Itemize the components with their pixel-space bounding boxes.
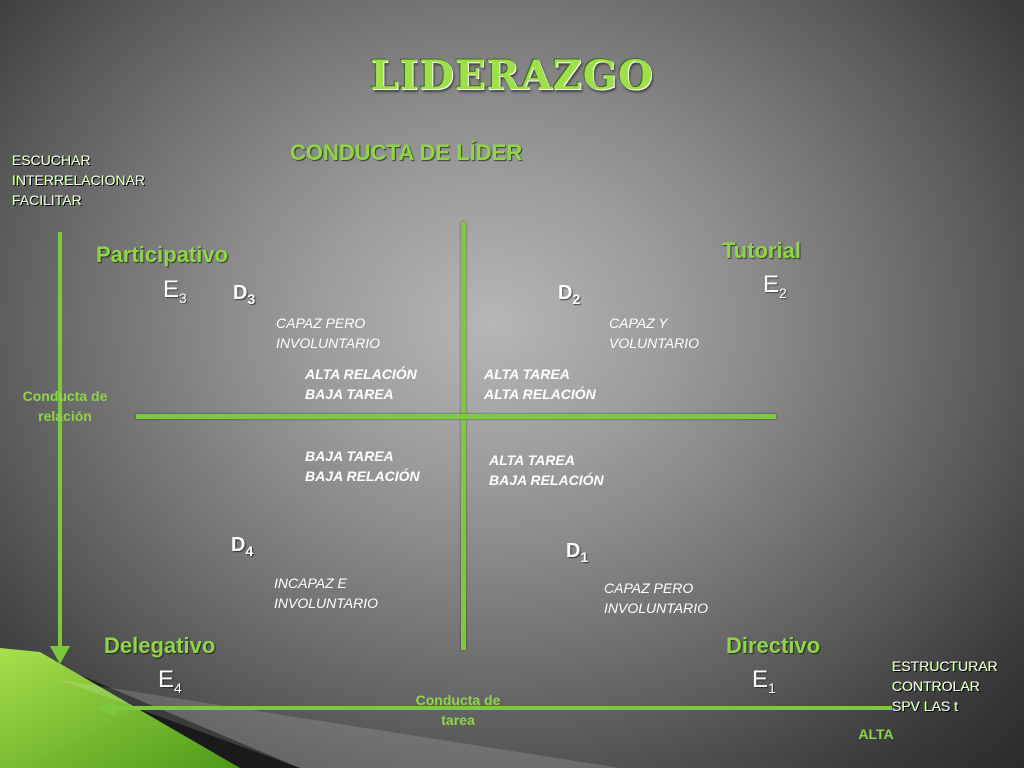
right-list-item: ESTRUCTURAR <box>892 658 998 674</box>
d4-description: INCAPAZ E INVOLUNTARIO <box>274 575 378 611</box>
diagram-subtitle: CONDUCTA DE LÍDER <box>290 140 523 165</box>
d1-description: CAPAZ PERO INVOLUNTARIO <box>604 580 708 616</box>
e1-label: E1 <box>752 666 776 696</box>
style-delegativo: Delegativo <box>104 633 216 658</box>
quadrant-vertical-line <box>461 222 466 650</box>
e2-label: E2 <box>763 271 787 301</box>
task-axis-label: Conducta de tarea <box>415 692 501 728</box>
quadrant-horizontal-line <box>136 414 776 419</box>
relation-axis-label: Conducta de relación <box>22 388 108 424</box>
e2-conduct: ALTA TAREA ALTA RELACIÓN <box>484 366 596 402</box>
task-axis-arrowhead <box>94 700 116 716</box>
right-behavior-list: ESTRUCTURAR CONTROLAR SPV LAS t <box>892 656 998 716</box>
d2-description: CAPAZ Y VOLUNTARIO <box>609 315 699 351</box>
d3-description: CAPAZ PERO INVOLUNTARIO <box>276 315 380 351</box>
style-participativo: Participativo <box>96 242 229 267</box>
style-directivo: Directivo <box>726 633 821 658</box>
page-title: LIDERAZGO <box>370 52 654 99</box>
e3-label: E3 <box>163 276 187 306</box>
left-list-item: ESCUCHAR <box>12 152 91 168</box>
right-list-item: CONTROLAR <box>892 678 980 694</box>
e1-conduct: ALTA TAREA BAJA RELACIÓN <box>489 452 604 488</box>
e4-label: E4 <box>158 666 182 696</box>
decorative-wedge <box>0 648 620 768</box>
d4-label: D4 <box>231 534 254 559</box>
alta-label: ALTA <box>858 726 894 742</box>
task-axis-line <box>112 706 892 710</box>
relation-axis-arrowhead <box>50 646 70 664</box>
d3-label: D3 <box>233 282 256 307</box>
left-list-item: FACILITAR <box>12 192 82 208</box>
left-behavior-list: ESCUCHAR INTERRELACIONAR FACILITAR <box>12 150 145 210</box>
d2-label: D2 <box>558 282 581 307</box>
d1-label: D1 <box>566 540 589 565</box>
left-list-item: INTERRELACIONAR <box>12 172 146 188</box>
e4-conduct: BAJA TAREA BAJA RELACIÓN <box>305 448 420 484</box>
e3-conduct: ALTA RELACIÓN BAJA TAREA <box>305 366 417 402</box>
relation-axis-line <box>58 232 62 650</box>
style-tutorial: Tutorial <box>722 238 802 263</box>
right-list-item: SPV LAS t <box>892 698 959 714</box>
